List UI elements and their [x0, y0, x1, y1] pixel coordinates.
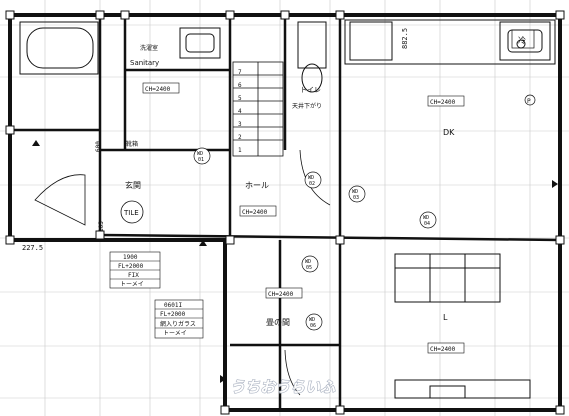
dimension-882-5: 882.5	[401, 28, 409, 49]
room-label-shoe-storage: 靴箱	[126, 140, 138, 148]
dimension-600: 600	[95, 141, 102, 152]
svg-text:4: 4	[238, 108, 242, 115]
window-tag-01: WD 01	[193, 147, 211, 165]
svg-text:WD: WD	[309, 317, 315, 323]
dimension-105: 105	[98, 221, 105, 232]
svg-text:6: 6	[238, 82, 242, 89]
axis-markers	[32, 140, 558, 383]
watermark: うちおうらいふ	[230, 378, 336, 396]
room-label-sanitary: Sanitary	[130, 59, 159, 67]
interior-walls	[10, 15, 561, 410]
room-label-laundry: 洗濯室	[140, 44, 158, 52]
svg-text:網入りガラス: 網入りガラス	[160, 320, 196, 328]
window-tag-03: WD 03	[348, 185, 366, 203]
ch-tatami: CH=2400	[268, 291, 294, 298]
doors	[34, 149, 331, 396]
kitchen-counter	[344, 19, 556, 65]
svg-text:04: 04	[424, 221, 430, 227]
sofa	[394, 253, 501, 303]
svg-text:WD: WD	[308, 175, 314, 181]
window-tag-04: WD 04	[419, 211, 437, 229]
stair-step-numbers: 1 2 3 4 5 6 7	[238, 69, 242, 154]
svg-text:01: 01	[198, 157, 204, 163]
wash-fixtures	[179, 21, 551, 61]
ch-hall: CH=2400	[242, 209, 268, 216]
svg-text:WD: WD	[352, 189, 358, 195]
stairs	[232, 61, 284, 157]
svg-text:P: P	[527, 98, 531, 105]
svg-text:0601I: 0601I	[164, 302, 182, 309]
room-label-tatami: 畳の間	[266, 318, 290, 327]
ch-sanitary: CH=2400	[145, 86, 171, 93]
pantry-marker: P	[524, 94, 536, 106]
svg-text:03: 03	[353, 195, 359, 201]
window-schedule-2: 0601I FL+2000 網入りガラス トーメイ	[154, 299, 204, 339]
tile-marker	[120, 200, 144, 224]
svg-text:02: 02	[309, 181, 315, 187]
svg-text:1900: 1900	[123, 254, 138, 261]
svg-text:2: 2	[238, 134, 242, 141]
svg-text:FL+2000: FL+2000	[118, 263, 144, 270]
room-label-living: L	[443, 313, 448, 322]
column-markers	[5, 10, 565, 415]
ceiling-height-boxes	[142, 82, 465, 354]
room-label-dk: DK	[443, 128, 455, 137]
svg-text:冷: 冷	[518, 35, 526, 45]
room-label-entrance: 玄関	[125, 180, 141, 190]
svg-text:5: 5	[238, 95, 242, 102]
bathtub	[19, 21, 99, 75]
tile-label: TILE	[123, 209, 139, 217]
tv-board	[394, 379, 531, 399]
fridge-marker: 冷	[511, 29, 535, 49]
svg-text:7: 7	[238, 69, 242, 76]
svg-text:FL+2000: FL+2000	[160, 311, 186, 318]
ch-dk: CH=2400	[430, 99, 456, 106]
toilet-fixture	[297, 21, 327, 93]
window-tag-05: WD 05	[301, 255, 319, 273]
room-label-hall: ホール	[245, 181, 269, 190]
svg-text:トーメイ: トーメイ	[120, 281, 144, 288]
svg-text:1: 1	[238, 147, 242, 154]
svg-text:05: 05	[306, 265, 312, 271]
window-tag-06: WD 06	[305, 313, 323, 331]
ch-living: CH=2400	[430, 346, 456, 353]
svg-text:06: 06	[310, 323, 316, 329]
svg-text:WD: WD	[423, 215, 429, 221]
svg-text:FIX: FIX	[128, 272, 139, 279]
svg-text:3: 3	[238, 121, 242, 128]
window-schedule-1: 1900 FL+2000 FIX トーメイ	[109, 251, 161, 289]
svg-text:WD: WD	[305, 259, 311, 265]
svg-text:トーメイ: トーメイ	[163, 330, 187, 337]
room-label-ceiling-drop: 天井下がり	[292, 102, 322, 110]
room-label-toilet: トイレ	[300, 86, 321, 94]
window-tag-02: WD 02	[304, 171, 322, 189]
svg-text:WD: WD	[197, 151, 203, 157]
dimension-227-5: 227.5	[22, 244, 43, 252]
